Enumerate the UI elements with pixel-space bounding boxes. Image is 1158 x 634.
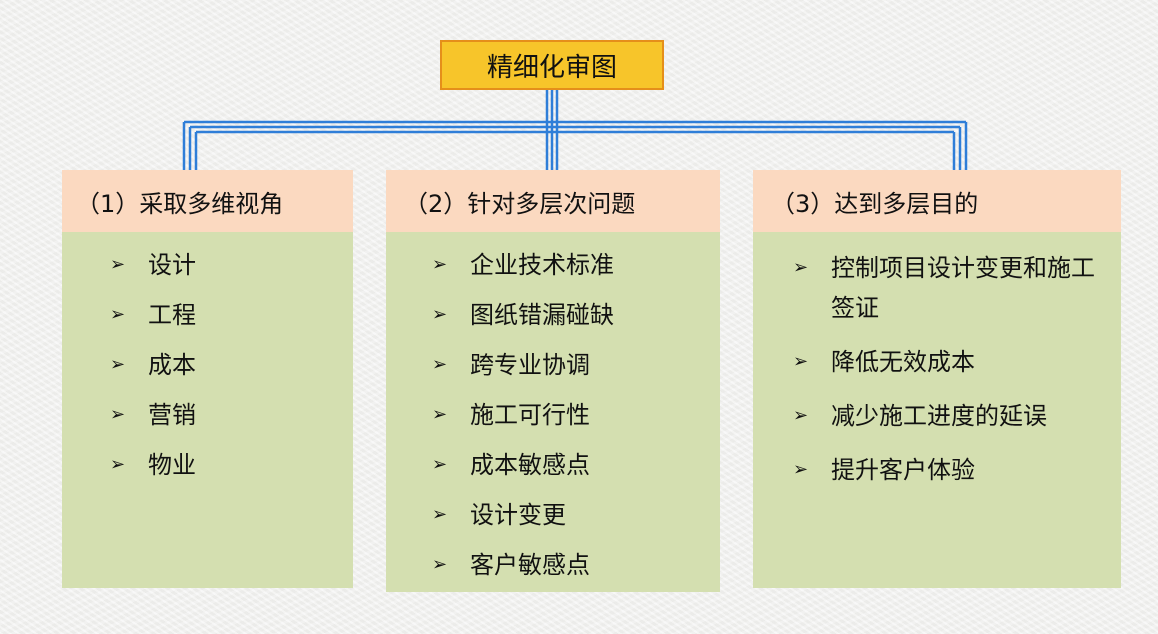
arrow-bullet-icon: ➢ xyxy=(110,454,126,475)
list-item: ➢提升客户体验 xyxy=(793,450,1121,490)
item-list-1: ➢设计 ➢工程 ➢成本 ➢营销 ➢物业 xyxy=(62,232,353,482)
item-list-3: ➢控制项目设计变更和施工签证 ➢降低无效成本 ➢减少施工进度的延误 ➢提升客户体… xyxy=(753,232,1121,490)
arrow-bullet-icon: ➢ xyxy=(110,254,126,275)
arrow-bullet-icon: ➢ xyxy=(432,304,448,325)
arrow-bullet-icon: ➢ xyxy=(793,257,809,278)
arrow-bullet-icon: ➢ xyxy=(432,254,448,275)
column-title-3: （3）达到多层目的 xyxy=(771,189,979,218)
root-label: 精细化审图 xyxy=(486,52,617,83)
list-item: ➢降低无效成本 xyxy=(793,342,1121,382)
list-item: ➢减少施工进度的延误 xyxy=(793,396,1121,436)
category-column-3: （3）达到多层目的 ➢控制项目设计变更和施工签证 ➢降低无效成本 ➢减少施工进度… xyxy=(753,170,1121,588)
list-item: ➢成本 xyxy=(110,348,353,382)
arrow-bullet-icon: ➢ xyxy=(793,351,809,372)
arrow-bullet-icon: ➢ xyxy=(110,404,126,425)
arrow-bullet-icon: ➢ xyxy=(432,404,448,425)
arrow-bullet-icon: ➢ xyxy=(793,405,809,426)
column-header-2: （2）针对多层次问题 xyxy=(386,170,720,232)
list-item: ➢跨专业协调 xyxy=(432,348,720,382)
list-item: ➢企业技术标准 xyxy=(432,248,720,282)
list-item: ➢客户敏感点 xyxy=(432,548,720,582)
category-column-1: （1）采取多维视角 ➢设计 ➢工程 ➢成本 ➢营销 ➢物业 xyxy=(62,170,353,588)
list-item: ➢施工可行性 xyxy=(432,398,720,432)
column-title-2: （2）针对多层次问题 xyxy=(404,189,636,218)
list-item: ➢图纸错漏碰缺 xyxy=(432,298,720,332)
arrow-bullet-icon: ➢ xyxy=(432,454,448,475)
list-item: ➢设计 xyxy=(110,248,353,282)
arrow-bullet-icon: ➢ xyxy=(793,459,809,480)
list-item: ➢工程 xyxy=(110,298,353,332)
list-item: ➢设计变更 xyxy=(432,498,720,532)
list-item: ➢营销 xyxy=(110,398,353,432)
arrow-bullet-icon: ➢ xyxy=(432,354,448,375)
column-title-1: （1）采取多维视角 xyxy=(76,189,284,218)
item-list-2: ➢企业技术标准 ➢图纸错漏碰缺 ➢跨专业协调 ➢施工可行性 ➢成本敏感点 ➢设计… xyxy=(386,232,720,582)
arrow-bullet-icon: ➢ xyxy=(432,554,448,575)
list-item: ➢控制项目设计变更和施工签证 xyxy=(793,248,1121,328)
arrow-bullet-icon: ➢ xyxy=(110,354,126,375)
arrow-bullet-icon: ➢ xyxy=(110,304,126,325)
column-header-1: （1）采取多维视角 xyxy=(62,170,353,232)
list-item: ➢物业 xyxy=(110,448,353,482)
root-node: 精细化审图 xyxy=(440,40,664,90)
arrow-bullet-icon: ➢ xyxy=(432,504,448,525)
list-item: ➢成本敏感点 xyxy=(432,448,720,482)
column-header-3: （3）达到多层目的 xyxy=(753,170,1121,232)
category-column-2: （2）针对多层次问题 ➢企业技术标准 ➢图纸错漏碰缺 ➢跨专业协调 ➢施工可行性… xyxy=(386,170,720,592)
